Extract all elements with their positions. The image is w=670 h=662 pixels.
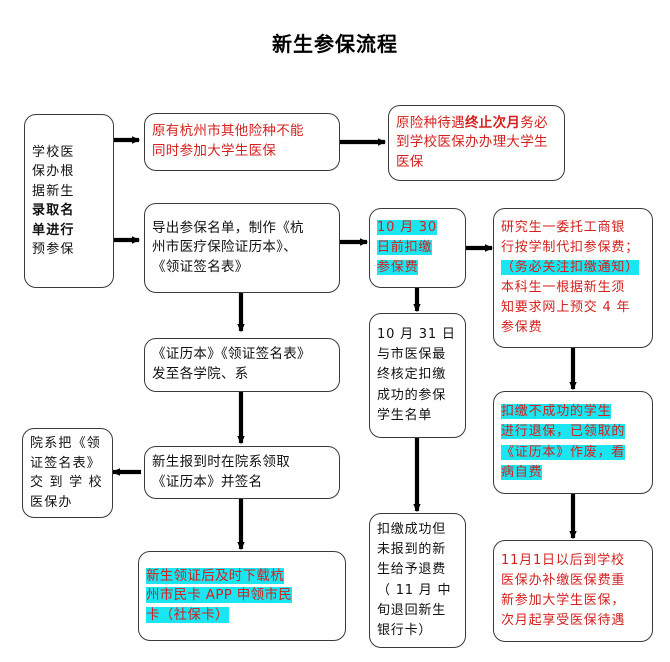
node-text: 10 月 30 日前扣缴 参保费 (377, 219, 437, 276)
node-text: 院系把《领 证签名表》 交 到 学 校 医保办 (30, 436, 103, 510)
node-text: 扣缴成功但 未报到的新 生给予退费 （ 11 月 中 旬退回新生 银行卡） (377, 522, 452, 638)
node-text: 10 月 31 日 与市医保最 终核定扣缴 成功的参保 学生名单 (377, 327, 456, 423)
node-failed-deduction-withdrawal-note[interactable]: 扣缴不成功的学生 进行退保，已领取的 《证历本》作废，看 病自费 (493, 391, 653, 494)
node-text: 导出参保名单，制作《杭 州市医疗保险证历本》、 《领证签名表》 (152, 219, 304, 275)
node-school-insurance-office-preregister[interactable]: 学校医 保办根 据新生 录取名 单进行 预参保 (24, 114, 114, 288)
node-download-citizen-card-app[interactable]: 新生领证后及时下载杭 州市民卡 APP 申领市民 卡（社保卡） (138, 551, 346, 641)
node-previous-insurance-termination-note[interactable]: 原险种待遇终止次月务必到学校医保办办理大学生医保 (388, 105, 565, 181)
node-text: 研究生一委托工商银 行按学制代扣参保费； （务必关注扣缴通知） 本科生一根据新生… (501, 219, 640, 336)
node-final-confirmed-roster-oct-31[interactable]: 10 月 31 日 与市医保最 终核定扣缴 成功的参保 学生名单 (369, 313, 466, 438)
node-export-roster-make-booklets[interactable]: 导出参保名单，制作《杭 州市医疗保险证历本》、 《领证签名表》 (144, 203, 340, 293)
node-late-payment-after-nov-1[interactable]: 11月1日以后到学校 医保办补缴医保费重 新参加大学生医保， 次月起享受医保待遇 (493, 540, 653, 642)
node-college-submits-signature-form[interactable]: 院系把《领 证签名表》 交 到 学 校 医保办 (22, 428, 113, 518)
page-title: 新生参保流程 (272, 32, 398, 56)
node-freshmen-collect-booklet-and-sign[interactable]: 新生报到时在院系领取 《证历本》并签名 (144, 446, 340, 499)
node-other-insurance-conflict-note[interactable]: 原有杭州市其他险种不能 同时参加大学生医保 (144, 113, 340, 171)
node-text: 新生报到时在院系领取 《证历本》并签名 (152, 453, 290, 490)
node-refund-for-unregistered-freshmen[interactable]: 扣缴成功但 未报到的新 生给予退费 （ 11 月 中 旬退回新生 银行卡） (369, 513, 466, 648)
node-text: 《证历本》《领证签名表》 发至各学院、系 (152, 346, 311, 382)
node-text: 扣缴不成功的学生 进行退保，已领取的 《证历本》作废，看 病自费 (501, 404, 626, 480)
node-text: 学校医 保办根 据新生 录取名 单进行 预参保 (32, 144, 75, 258)
node-text: 11月1日以后到学校 医保办补缴医保费重 新参加大学生医保， 次月起享受医保待遇 (501, 552, 626, 629)
node-deduct-premium-by-oct-30[interactable]: 10 月 30 日前扣缴 参保费 (369, 208, 466, 288)
node-text: 新生领证后及时下载杭 州市民卡 APP 申领市民 卡（社保卡） (146, 567, 292, 623)
node-text: 原有杭州市其他险种不能 同时参加大学生医保 (152, 123, 304, 159)
node-payment-methods-note[interactable]: 研究生一委托工商银 行按学制代扣参保费； （务必关注扣缴通知） 本科生一根据新生… (493, 208, 653, 348)
node-booklets-sent-to-colleges[interactable]: 《证历本》《领证签名表》 发至各学院、系 (144, 338, 340, 392)
node-text: 原险种待遇终止次月务必到学校医保办办理大学生医保 (396, 114, 548, 170)
